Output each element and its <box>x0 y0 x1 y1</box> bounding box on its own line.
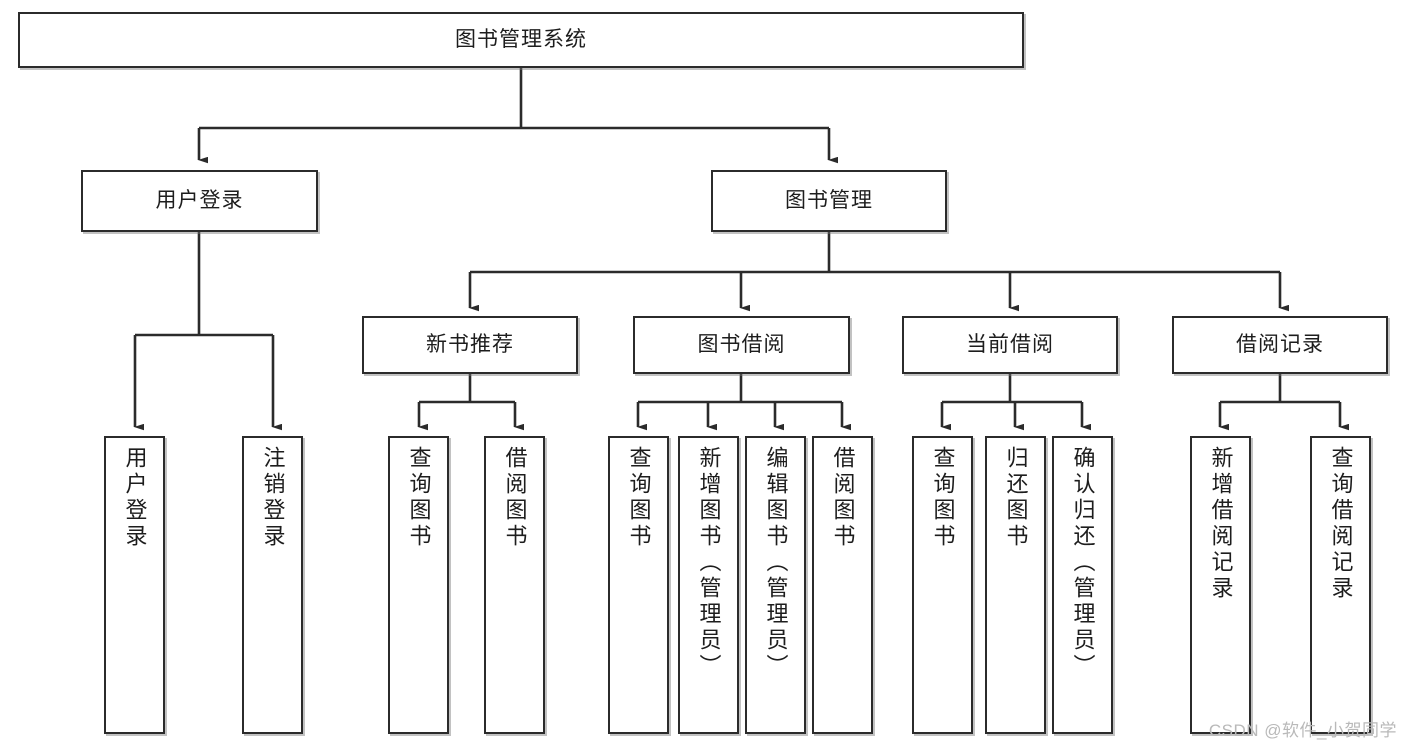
leaf-logout[interactable]: 注销登录 <box>242 436 303 734</box>
node-label: 新增借阅记录 <box>1208 446 1234 602</box>
node-label: 确认归还（管理员） <box>1070 446 1096 680</box>
node-label: 注销登录 <box>260 446 286 550</box>
node-book-management[interactable]: 图书管理 <box>711 170 947 232</box>
node-label: 图书管理 <box>785 189 873 213</box>
leaf-borrow-book[interactable]: 借阅图书 <box>812 436 873 734</box>
node-label: 归还图书 <box>1003 446 1029 550</box>
leaf-add-borrow-record[interactable]: 新增借阅记录 <box>1190 436 1251 734</box>
watermark-text: CSDN @软件_小贺同学 <box>1208 721 1397 740</box>
node-label: 用户登录 <box>122 446 148 550</box>
node-borrow-records[interactable]: 借阅记录 <box>1172 316 1388 374</box>
leaf-query-borrow-record[interactable]: 查询借阅记录 <box>1310 436 1371 734</box>
leaf-edit-book-admin[interactable]: 编辑图书（管理员） <box>745 436 806 734</box>
node-label: 查询图书 <box>930 446 956 550</box>
node-label: 编辑图书（管理员） <box>763 446 789 680</box>
leaf-add-book-admin[interactable]: 新增图书（管理员） <box>678 436 739 734</box>
node-label: 查询借阅记录 <box>1328 446 1354 602</box>
node-label: 用户登录 <box>155 189 244 213</box>
connector-borrow-to-leaves <box>636 374 851 431</box>
node-label: 新增图书（管理员） <box>696 446 722 680</box>
connector-user-login-to-leaves <box>133 232 282 431</box>
node-label: 图书借阅 <box>697 333 786 357</box>
node-label: 借阅图书 <box>830 446 856 550</box>
connector-root-to-level2 <box>197 68 838 164</box>
node-current-borrow[interactable]: 当前借阅 <box>902 316 1118 374</box>
leaf-return-book[interactable]: 归还图书 <box>985 436 1046 734</box>
connector-records-to-leaves <box>1218 374 1349 431</box>
leaf-query-book-recommend[interactable]: 查询图书 <box>388 436 449 734</box>
leaf-query-book-borrow[interactable]: 查询图书 <box>608 436 669 734</box>
leaf-borrow-book-recommend[interactable]: 借阅图书 <box>484 436 545 734</box>
node-label: 借阅记录 <box>1236 333 1324 357</box>
leaf-query-book-current[interactable]: 查询图书 <box>912 436 973 734</box>
leaf-confirm-return-admin[interactable]: 确认归还（管理员） <box>1052 436 1113 734</box>
connector-new-book-to-leaves <box>417 374 524 431</box>
leaf-user-login[interactable]: 用户登录 <box>104 436 165 734</box>
node-label: 查询图书 <box>406 446 432 550</box>
node-user-login[interactable]: 用户登录 <box>81 170 318 232</box>
node-label: 查询图书 <box>626 446 652 550</box>
node-new-book-recommend[interactable]: 新书推荐 <box>362 316 578 374</box>
connector-book-mgmt-to-level3 <box>468 232 1289 312</box>
connector-current-borrow-to-leaves <box>940 374 1091 431</box>
node-root-system[interactable]: 图书管理系统 <box>18 12 1024 68</box>
node-book-borrow[interactable]: 图书借阅 <box>633 316 850 374</box>
node-label: 借阅图书 <box>502 446 528 550</box>
node-label: 图书管理系统 <box>455 28 587 52</box>
node-label: 新书推荐 <box>426 333 514 357</box>
node-label: 当前借阅 <box>966 333 1054 357</box>
